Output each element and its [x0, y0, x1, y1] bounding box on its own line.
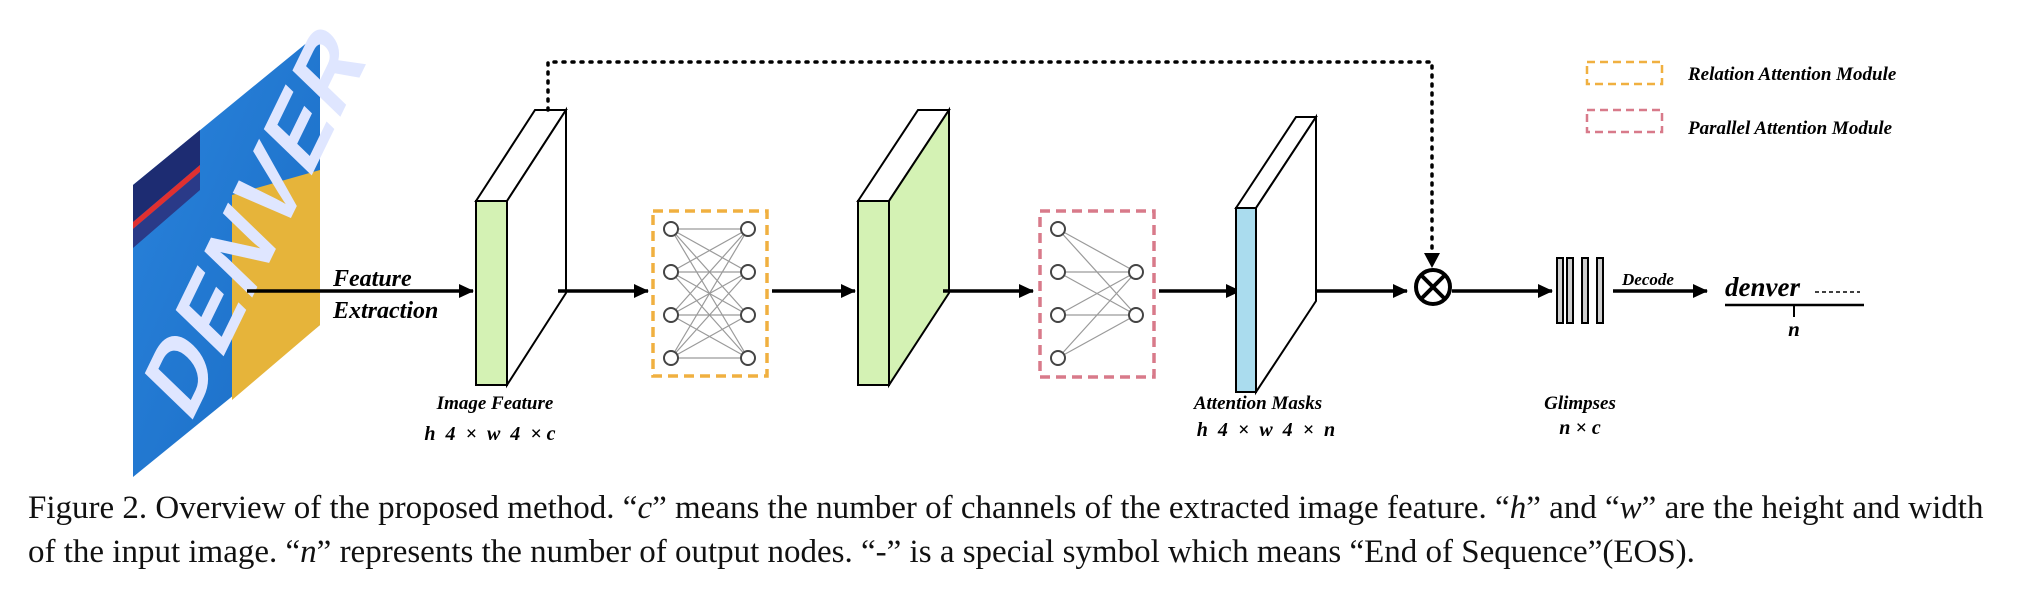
- legend: Relation Attention Module Parallel Atten…: [1585, 60, 1897, 139]
- relation-feature-block: [856, 106, 951, 389]
- skip-connection-arrowhead: [1424, 253, 1440, 268]
- caption-part-5: ” represents the number of output nodes.…: [316, 534, 1695, 570]
- legend-parallel-swatch: [1585, 108, 1664, 134]
- image-feature-block: [474, 106, 568, 389]
- relation-attention-module: [651, 209, 769, 378]
- legend-parallel-label: Parallel Attention Module: [1687, 118, 1893, 139]
- caption-var-h: h: [1509, 490, 1527, 526]
- output-sequence: denver n: [1725, 272, 1864, 341]
- caption-part-1: Figure 2. Overview of the proposed metho…: [28, 490, 638, 526]
- attention-masks-dims: h 4 × w 4 × n: [1197, 419, 1335, 441]
- image-feature-label: Image Feature: [436, 393, 554, 414]
- legend-relation-swatch: [1585, 60, 1664, 86]
- legend-relation-label: Relation Attention Module: [1687, 64, 1897, 85]
- caption-var-w: w: [1619, 490, 1642, 526]
- glimpses-dims: n × c: [1559, 417, 1601, 439]
- feature-extraction-label-2: Extraction: [332, 298, 438, 324]
- caption-part-4: ” are the height and width of the input …: [28, 490, 1984, 570]
- feature-extraction-label-1: Feature: [332, 266, 412, 292]
- caption-part-3: ” and “: [1526, 490, 1620, 526]
- glimpses-block: [1556, 257, 1604, 324]
- caption-part-2: ” means the number of channels of the ex…: [652, 490, 1510, 526]
- caption-var-n: n: [300, 534, 317, 570]
- attention-masks-label: Attention Masks: [1193, 393, 1322, 414]
- decode-label: Decode: [1621, 270, 1674, 289]
- output-symbol: n: [1788, 317, 1800, 341]
- image-feature-dims: h 4 × w 4 × c: [424, 423, 555, 445]
- input-image: DENVER: [128, 0, 384, 477]
- glimpses-label: Glimpses: [1544, 393, 1616, 414]
- multiply-icon: [1414, 268, 1452, 306]
- parallel-attention-module: [1038, 209, 1156, 379]
- figure-caption: Figure 2. Overview of the proposed metho…: [28, 486, 2008, 574]
- caption-var-c: c: [637, 490, 653, 526]
- output-word: denver: [1725, 272, 1800, 302]
- attention-masks-block: [1234, 113, 1318, 396]
